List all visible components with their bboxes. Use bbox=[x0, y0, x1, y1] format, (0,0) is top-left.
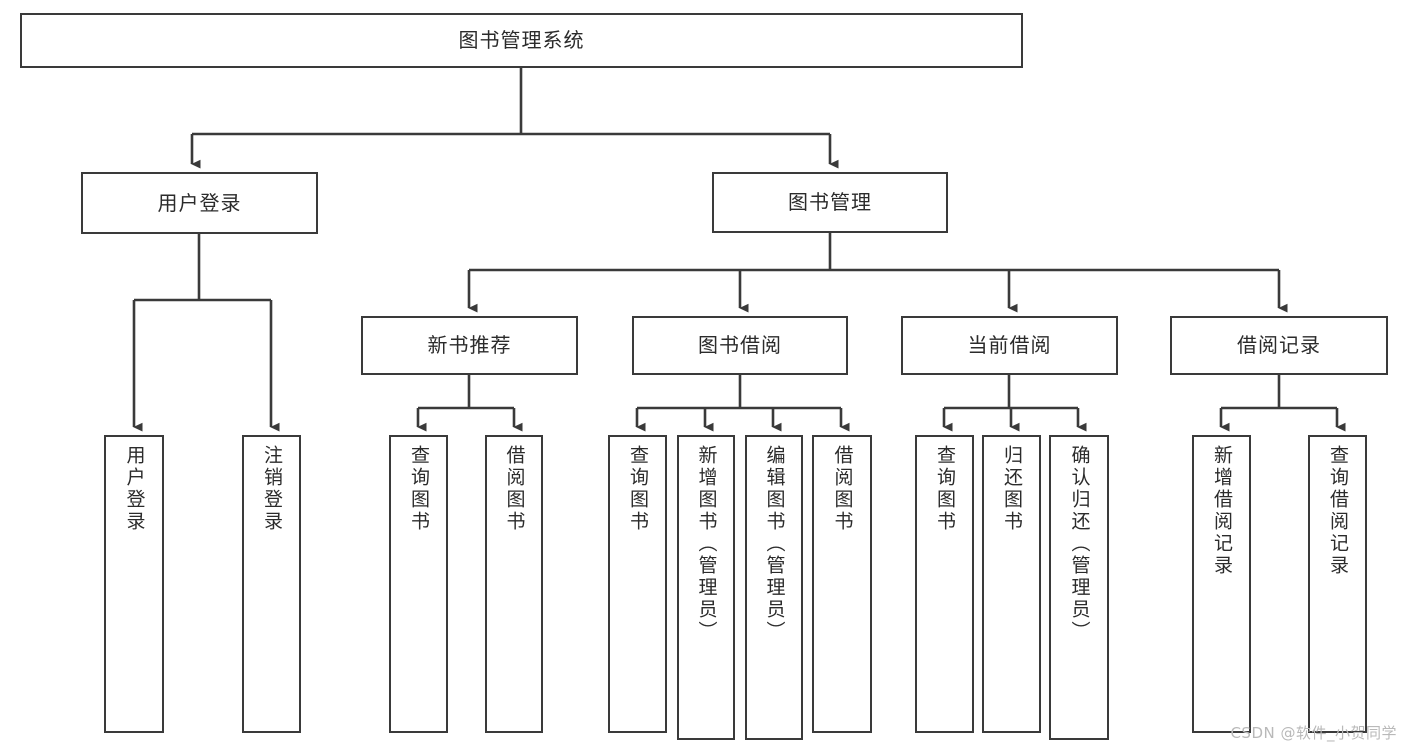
node-leaf-user-login[interactable]: 用户登录 bbox=[104, 435, 164, 733]
node-label: 查询图书 bbox=[934, 445, 956, 533]
node-leaf-add-borrow-record[interactable]: 新增借阅记录 bbox=[1192, 435, 1251, 733]
node-label: 新增借阅记录 bbox=[1211, 445, 1233, 577]
node-label: 图书借阅 bbox=[698, 333, 782, 358]
node-current-borrow[interactable]: 当前借阅 bbox=[901, 316, 1118, 375]
node-borrow-record[interactable]: 借阅记录 bbox=[1170, 316, 1388, 375]
node-label: 用户登录 bbox=[157, 190, 242, 215]
node-leaf-edit-book-admin[interactable]: 编辑图书（管理员） bbox=[745, 435, 803, 740]
node-root-system[interactable]: 图书管理系统 bbox=[20, 13, 1023, 68]
node-label: 查询借阅记录 bbox=[1327, 445, 1349, 577]
node-label: 当前借阅 bbox=[967, 333, 1052, 358]
node-leaf-return-book[interactable]: 归还图书 bbox=[982, 435, 1041, 733]
node-label: 注销登录 bbox=[261, 445, 283, 533]
node-label: 借阅记录 bbox=[1237, 333, 1321, 358]
csdn-watermark: CSDN @软件_小贺同学 bbox=[1230, 724, 1397, 742]
node-leaf-confirm-return-admin[interactable]: 确认归还（管理员） bbox=[1049, 435, 1109, 740]
node-leaf-query-book-current[interactable]: 查询图书 bbox=[915, 435, 974, 733]
node-new-book-recommend[interactable]: 新书推荐 bbox=[361, 316, 578, 375]
node-label: 查询图书 bbox=[627, 445, 649, 533]
node-book-management[interactable]: 图书管理 bbox=[712, 172, 948, 233]
node-leaf-borrow-book-recommend[interactable]: 借阅图书 bbox=[485, 435, 543, 733]
node-label: 用户登录 bbox=[123, 445, 146, 533]
node-leaf-query-borrow-record[interactable]: 查询借阅记录 bbox=[1308, 435, 1367, 733]
node-label: 图书管理 bbox=[788, 190, 872, 215]
node-label: 确认归还（管理员） bbox=[1068, 445, 1091, 643]
node-leaf-query-book-borrow[interactable]: 查询图书 bbox=[608, 435, 667, 733]
node-label: 归还图书 bbox=[1001, 445, 1023, 533]
node-label: 新增图书（管理员） bbox=[695, 445, 718, 643]
node-leaf-query-book-recommend[interactable]: 查询图书 bbox=[389, 435, 448, 733]
node-book-borrow[interactable]: 图书借阅 bbox=[632, 316, 848, 375]
node-leaf-logout[interactable]: 注销登录 bbox=[242, 435, 301, 733]
node-label: 编辑图书（管理员） bbox=[763, 445, 786, 643]
node-user-login[interactable]: 用户登录 bbox=[81, 172, 318, 234]
node-label: 借阅图书 bbox=[831, 445, 854, 533]
node-label: 新书推荐 bbox=[427, 333, 512, 358]
node-label: 图书管理系统 bbox=[458, 28, 585, 53]
node-label: 查询图书 bbox=[408, 445, 430, 533]
node-leaf-borrow-book[interactable]: 借阅图书 bbox=[812, 435, 872, 733]
node-label: 借阅图书 bbox=[503, 445, 526, 533]
node-leaf-add-book-admin[interactable]: 新增图书（管理员） bbox=[677, 435, 735, 740]
